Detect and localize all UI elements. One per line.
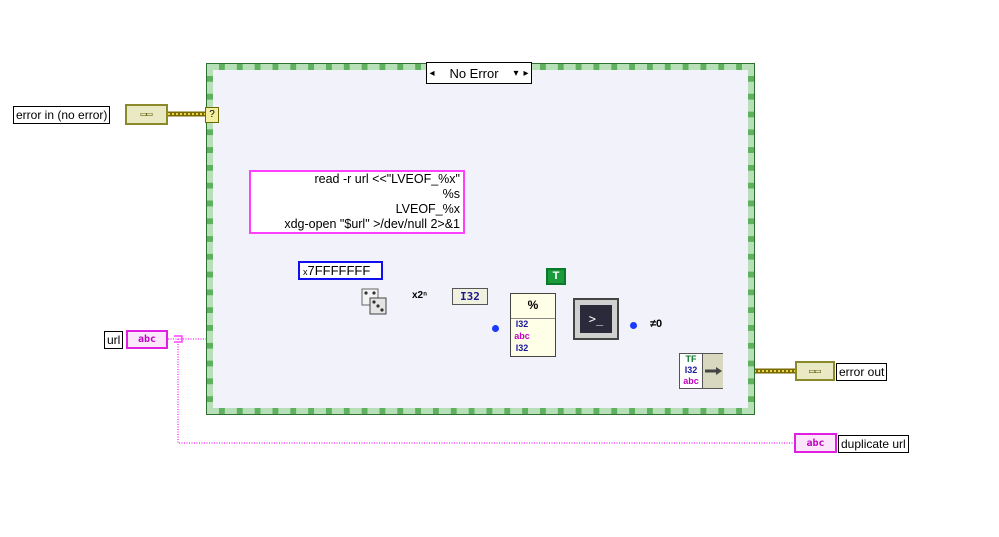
script-line: LVEOF_%x: [395, 202, 460, 216]
url-label: url: [104, 331, 124, 349]
hex-constant[interactable]: x7FFFFFFF: [298, 261, 383, 280]
duplicate-url-label: duplicate url: [838, 435, 909, 453]
error-out-label: error out: [836, 363, 888, 381]
unwired-input-dot: [492, 325, 499, 332]
format-input: I32: [515, 343, 529, 353]
hex-prefix: x: [303, 267, 308, 277]
bundle-input: abc: [683, 376, 699, 386]
bundle-input: TF: [685, 354, 697, 364]
script-line: read -r url <<"LVEOF_%x": [314, 172, 460, 186]
bundle-input: I32: [684, 365, 698, 375]
duplicate-url-terminal[interactable]: abc: [794, 433, 837, 453]
url-terminal[interactable]: abc: [126, 330, 168, 349]
case-tunnel: ?: [205, 107, 219, 123]
true-constant[interactable]: T: [546, 268, 566, 285]
shell-script-constant[interactable]: read -r url <<"LVEOF_%x" %s LVEOF_%x xdg…: [249, 170, 465, 234]
case-dropdown-icon[interactable]: ▾: [513, 67, 519, 79]
error-bundle-node[interactable]: TF I32 abc: [679, 353, 723, 389]
script-line: xdg-open "$url" >/dev/null 2>&1: [284, 217, 460, 231]
system-exec-node[interactable]: >_: [573, 298, 619, 340]
case-prev-arrow[interactable]: ◂: [429, 67, 435, 79]
case-structure[interactable]: [206, 63, 755, 415]
format-input: abc: [514, 331, 530, 341]
not-equal-zero-label: ≠0: [650, 318, 663, 330]
error-in-label: error in (no error): [13, 106, 111, 124]
format-input: I32: [515, 319, 529, 329]
dice-icon[interactable]: [361, 288, 387, 316]
terminal-icon: >_: [580, 305, 612, 333]
to-i32-node[interactable]: I32: [452, 288, 488, 305]
power-of-2-label: x2ⁿ: [412, 290, 428, 301]
format-label: %: [511, 294, 555, 319]
case-selector[interactable]: ◂ No Error ▾ ▸: [426, 62, 532, 84]
case-next-arrow[interactable]: ▸: [523, 67, 529, 79]
error-in-terminal[interactable]: ▭▭: [125, 104, 168, 125]
unwired-input-dot: [630, 322, 637, 329]
bundle-output: [702, 354, 723, 388]
case-selector-value: No Error: [449, 65, 499, 81]
hex-value: 7FFFFFFF: [307, 263, 371, 278]
script-line: %s: [442, 187, 460, 201]
format-into-string-node[interactable]: % I32 abc I32: [510, 293, 556, 357]
error-out-terminal[interactable]: ▭▭: [795, 361, 835, 381]
